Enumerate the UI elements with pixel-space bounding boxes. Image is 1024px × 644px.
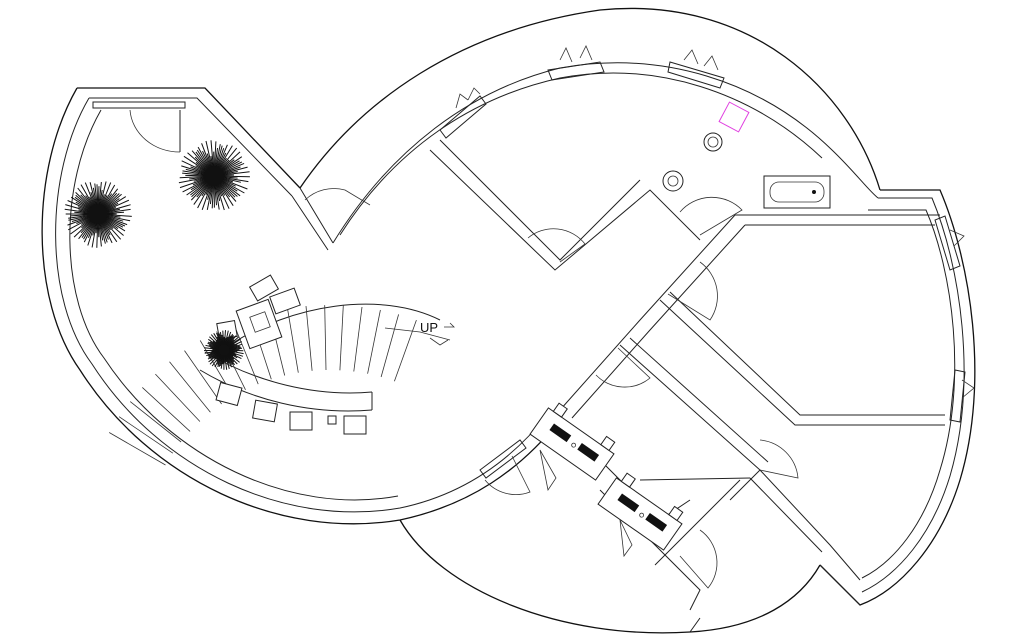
bathtub-icon [763,175,831,209]
desk-icon [529,402,616,481]
door-swing-icon [679,529,718,589]
stair-tread [380,314,399,378]
stair-tread [339,305,344,371]
stair-tread [184,350,222,405]
stair-tread [142,387,191,432]
stair-tread [287,308,299,373]
office-desks [529,402,684,551]
shower-tray [718,101,750,133]
plant-icon [64,181,132,248]
stair-tread [109,432,166,466]
door-swing-icon [679,196,743,236]
door-swing-icon [667,261,718,321]
lounge-furniture [215,274,367,435]
stair-tread [118,416,174,454]
bathroom-fixtures [662,101,831,209]
window-icon [667,49,725,89]
window-icon [949,369,975,423]
plants [64,140,250,370]
plant-icon [178,140,250,211]
door-swing-icon [539,449,633,558]
window-icon [547,45,605,81]
stair-tread [155,373,201,422]
sink-icon [703,132,723,152]
stair-tread [367,309,381,374]
doors [129,109,799,589]
stair-tread [394,319,417,382]
window-icon [92,101,186,109]
stair-direction-label: UP [420,320,438,335]
plant-icon [203,330,244,370]
door-swing-icon [527,228,586,263]
window-icon [934,215,965,271]
stair-tread [129,401,182,443]
stair-tread [353,306,363,372]
stair-tread [233,323,259,385]
toilet-icon [662,170,684,192]
stair-tread [305,306,313,371]
window-icon [439,87,487,139]
stair-tread [169,361,211,413]
interior-walls [429,139,945,611]
door-swing-icon [595,347,651,388]
outer-walls [41,7,976,634]
door-swing-icon [129,109,181,153]
windows [92,45,975,479]
stair-tread [324,305,327,371]
window-icon [479,439,527,479]
door-swing-icon [304,188,371,206]
door-swing-icon [759,439,799,479]
desk-icon [597,472,684,551]
door-swing-icon [484,455,531,495]
